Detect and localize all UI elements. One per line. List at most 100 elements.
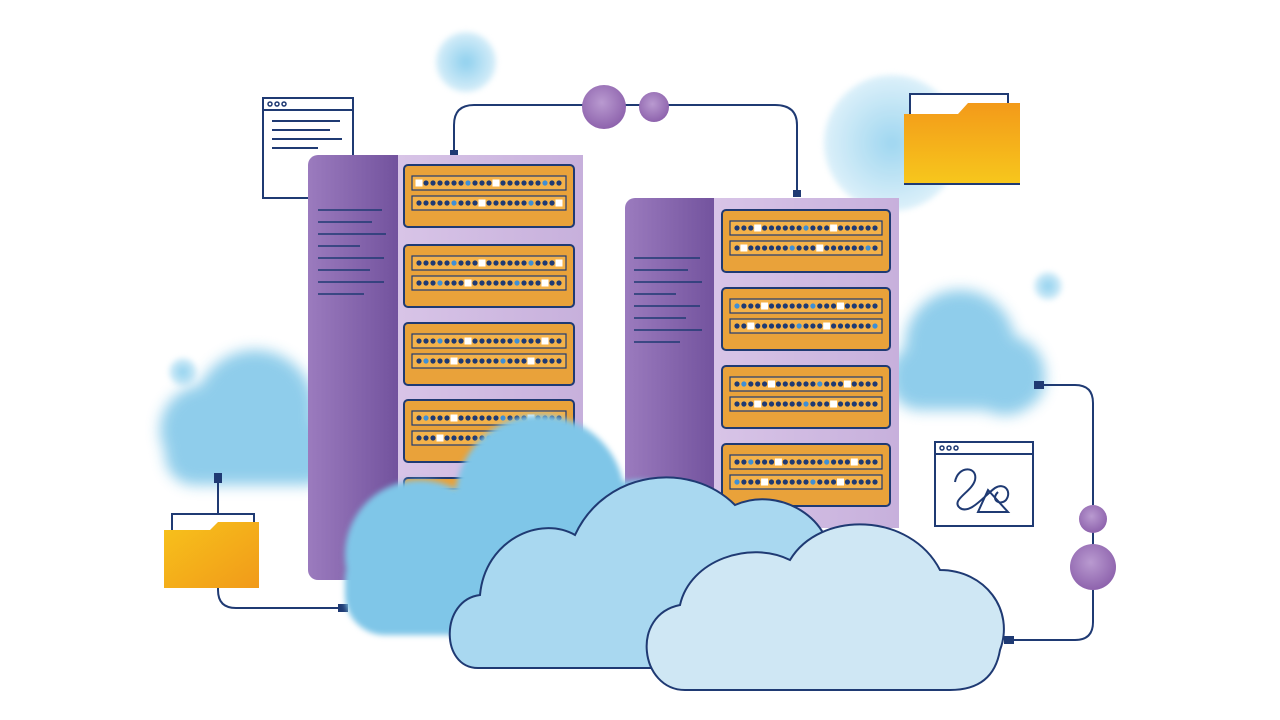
port-dot xyxy=(514,200,520,206)
port-dot xyxy=(430,200,436,206)
port-dot xyxy=(535,280,541,286)
port-dot xyxy=(775,479,782,485)
port-dot xyxy=(451,260,457,266)
port-dot xyxy=(521,260,527,266)
port-dot xyxy=(444,358,450,364)
port-dot xyxy=(831,459,837,465)
folder-icon-left xyxy=(164,513,259,588)
port-dot xyxy=(782,225,788,231)
port-dot xyxy=(423,260,429,266)
port-dot xyxy=(549,260,555,266)
port-dot xyxy=(528,280,534,286)
port-dot xyxy=(831,323,837,329)
port-dot xyxy=(844,303,851,309)
port-dot xyxy=(762,401,768,407)
port-dot xyxy=(486,280,492,286)
port-dot xyxy=(858,401,864,407)
port-dot xyxy=(423,280,429,286)
port-dot xyxy=(486,358,492,364)
port-dot xyxy=(775,401,782,407)
port-dot xyxy=(507,358,513,364)
connector-lines xyxy=(217,104,1094,641)
port-dot xyxy=(775,323,782,329)
port-dot xyxy=(423,200,429,206)
port-dot xyxy=(872,459,878,465)
port-dot xyxy=(472,280,478,286)
port-dot xyxy=(865,323,871,329)
port-dot xyxy=(444,435,450,441)
port-dot xyxy=(803,479,809,485)
port-dot xyxy=(437,338,443,344)
status-light xyxy=(740,244,748,252)
port-dot xyxy=(507,415,513,421)
status-light xyxy=(747,322,755,330)
port-dot xyxy=(472,415,478,421)
port-dot xyxy=(500,260,506,266)
port-dot xyxy=(865,381,871,387)
port-dot xyxy=(755,323,761,329)
port-dot xyxy=(549,338,555,344)
port-dot xyxy=(837,225,844,231)
port-dot xyxy=(844,459,851,465)
port-dot xyxy=(444,260,450,266)
port-dot xyxy=(528,200,534,206)
port-dot xyxy=(451,338,457,344)
status-light xyxy=(555,259,563,267)
port-dot xyxy=(782,459,788,465)
port-dot xyxy=(782,245,788,251)
status-light xyxy=(816,244,824,252)
port-dot xyxy=(768,401,775,407)
port-dot xyxy=(437,200,443,206)
port-dot xyxy=(556,280,562,286)
port-dot xyxy=(741,401,747,407)
port-dot xyxy=(755,381,761,387)
port-dot xyxy=(514,358,520,364)
port-dot xyxy=(789,401,795,407)
port-dot xyxy=(831,245,837,251)
port-dot xyxy=(734,381,740,387)
port-dot xyxy=(755,245,761,251)
port-dot xyxy=(796,245,802,251)
port-dot xyxy=(851,303,857,309)
port-dot xyxy=(479,358,485,364)
connector-ends xyxy=(214,150,1044,644)
status-light xyxy=(830,224,838,232)
port-dot xyxy=(458,358,464,364)
port-dot xyxy=(796,225,802,231)
port-dot xyxy=(486,338,492,344)
port-dot xyxy=(803,323,809,329)
status-light xyxy=(464,337,472,345)
port-dot xyxy=(458,260,464,266)
port-dot xyxy=(542,358,548,364)
port-dot xyxy=(493,338,499,344)
port-dot xyxy=(775,245,782,251)
port-dot xyxy=(521,338,527,344)
port-dot xyxy=(549,358,555,364)
port-dot xyxy=(734,245,740,251)
port-dot xyxy=(817,303,823,309)
port-dot xyxy=(755,479,761,485)
port-dot xyxy=(837,459,844,465)
port-dot xyxy=(423,415,429,421)
port-dot xyxy=(741,459,747,465)
port-dot xyxy=(810,225,816,231)
port-dot xyxy=(430,338,436,344)
status-light xyxy=(492,179,500,187)
port-dot xyxy=(865,459,871,465)
port-dot xyxy=(762,381,768,387)
port-dot xyxy=(768,479,775,485)
port-dot xyxy=(810,459,816,465)
port-dot xyxy=(851,381,857,387)
port-dot xyxy=(810,381,816,387)
port-dot xyxy=(493,415,499,421)
port-dot xyxy=(465,200,471,206)
port-dot xyxy=(437,280,443,286)
port-dot xyxy=(500,415,506,421)
port-dot xyxy=(542,200,548,206)
port-dot xyxy=(803,401,809,407)
port-dot xyxy=(479,180,485,186)
status-light xyxy=(761,478,769,486)
status-light xyxy=(527,357,535,365)
port-dot xyxy=(748,459,754,465)
port-dot xyxy=(789,381,795,387)
